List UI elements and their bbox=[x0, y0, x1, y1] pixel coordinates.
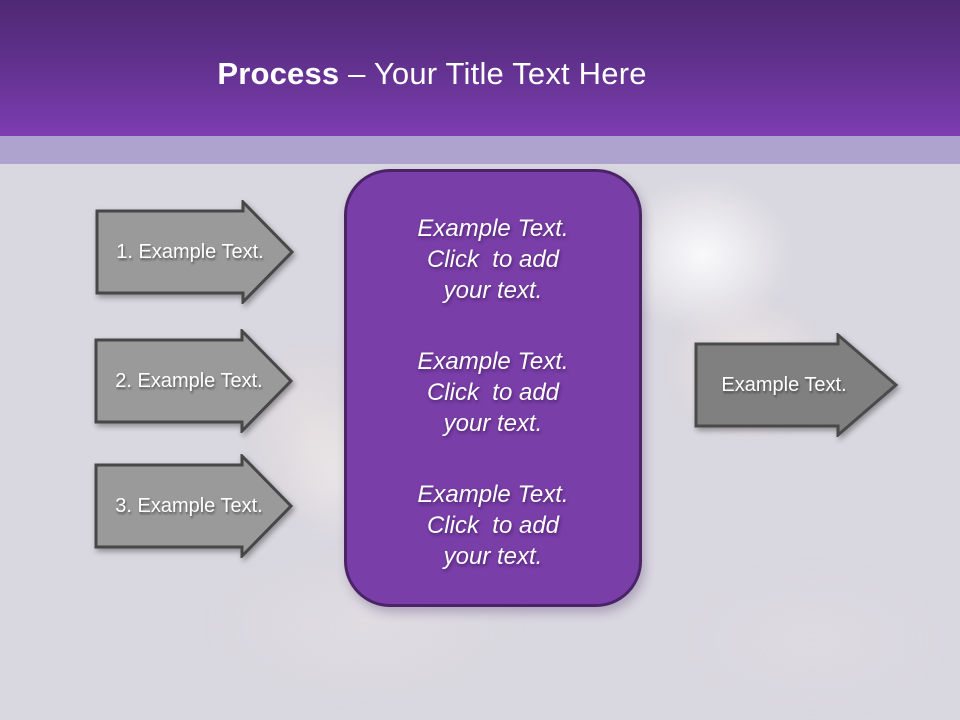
center-text-panel: Example Text. Click to add your text. Ex… bbox=[344, 169, 642, 607]
panel-paragraph-line: Example Text. bbox=[417, 215, 569, 242]
right-arrow-shape-icon bbox=[94, 329, 294, 433]
right-arrow-shape-icon bbox=[95, 200, 295, 304]
panel-paragraph-line: Example Text. bbox=[417, 348, 569, 375]
right-arrow-shape-icon bbox=[94, 454, 294, 558]
panel-paragraph-line: Click to add bbox=[426, 246, 560, 273]
panel-paragraph-line: your text. bbox=[443, 543, 543, 570]
center-text-panel-content: Example Text. Click to add your text. Ex… bbox=[347, 172, 639, 604]
panel-paragraph-line: Click to add bbox=[426, 512, 560, 539]
panel-paragraph-line: Click to add bbox=[426, 379, 560, 406]
result-arrow: Example Text. bbox=[694, 333, 900, 437]
panel-paragraph-line: your text. bbox=[443, 277, 543, 304]
panel-paragraph: Example Text. Click to add your text. bbox=[347, 479, 639, 572]
step-arrow-1: 1. Example Text. bbox=[95, 200, 301, 304]
header-accent-band bbox=[0, 136, 960, 164]
step-arrow-2-label: 2. Example Text. bbox=[115, 369, 263, 392]
step-arrow-3: 3. Example Text. bbox=[94, 454, 300, 558]
result-arrow-label: Example Text. bbox=[721, 373, 847, 396]
step-arrow-3-label: 3. Example Text. bbox=[115, 494, 263, 517]
panel-paragraph-line: your text. bbox=[443, 410, 543, 437]
panel-paragraph: Example Text. Click to add your text. bbox=[347, 346, 639, 439]
panel-paragraph: Example Text. Click to add your text. bbox=[347, 213, 639, 306]
header-banner: Process – Your Title Text Here bbox=[0, 0, 960, 136]
panel-paragraph-line: Example Text. bbox=[417, 481, 569, 508]
step-arrow-2: 2. Example Text. bbox=[94, 329, 300, 433]
page-title-emphasis: Process bbox=[217, 56, 340, 91]
page-title-rest: – Your Title Text Here bbox=[339, 56, 647, 91]
step-arrow-1-label: 1. Example Text. bbox=[116, 240, 264, 263]
right-arrow-shape-icon bbox=[694, 333, 899, 437]
background-image-floor-right bbox=[660, 560, 960, 720]
page-title: Process – Your Title Text Here bbox=[0, 54, 864, 94]
